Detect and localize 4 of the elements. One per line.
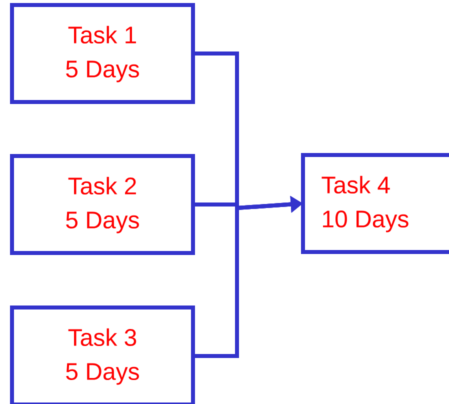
task-box: Task 2 5 Days: [10, 154, 195, 255]
task-box: Task 1 5 Days: [10, 3, 195, 104]
task-box: Task 4 10 Days: [301, 153, 449, 254]
task-box: Task 3 5 Days: [10, 306, 195, 404]
